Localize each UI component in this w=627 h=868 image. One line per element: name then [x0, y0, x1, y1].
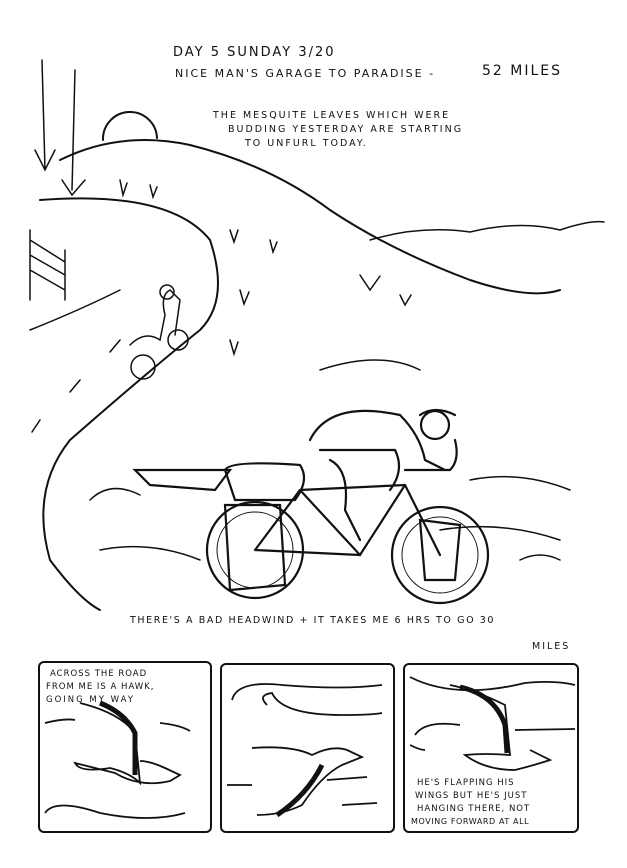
caption-top-line-1: THE MESQUITE LEAVES WHICH WERE [213, 110, 451, 121]
hill [59, 139, 561, 295]
panel-1-text-3: GOING MY WAY [46, 695, 135, 705]
shrubs [119, 179, 412, 357]
panel-3: HE'S FLAPPING HIS WINGS BUT HE'S JUST HA… [403, 663, 579, 833]
panel-3-text-3: HANGING THERE, NOT [417, 804, 531, 814]
distance-heading: 52 MILES [482, 63, 563, 79]
panel-3-text-2: WINGS BUT HE'S JUST [415, 791, 528, 801]
hawk-drawing-2 [227, 683, 383, 818]
panel-1-text-2: FROM ME IS A HAWK, [46, 682, 155, 692]
hawk-drawing-1 [44, 700, 191, 819]
panel-1-text-1: ACROSS THE ROAD [50, 669, 148, 679]
road-edge-inner [29, 289, 121, 331]
panel-2 [220, 663, 395, 833]
day-heading: DAY 5 SUNDAY 3/20 [173, 45, 336, 60]
panel-3-text-4: MOVING FORWARD AT ALL [411, 817, 530, 826]
sun [101, 111, 158, 141]
caption-top-line-2: BUDDING YESTERDAY ARE STARTING [228, 124, 464, 135]
road-edge [39, 197, 219, 611]
distant-cyclist [129, 284, 189, 380]
caption-middle-line-1: THERE'S A BAD HEADWIND + IT TAKES ME 6 H… [130, 615, 496, 626]
caption-top-line-3: TO UNFURL TODAY. [245, 138, 368, 149]
panel-1: ACROSS THE ROAD FROM ME IS A HAWK, GOING… [38, 661, 212, 833]
caption-middle-line-2: MILES [532, 641, 571, 652]
road-center [31, 339, 121, 433]
distant-mountains [369, 220, 605, 241]
main-cyclist [132, 408, 490, 605]
yucca [34, 59, 86, 197]
route-heading: NICE MAN'S GARAGE TO PARADISE - [175, 67, 436, 80]
fence [29, 229, 66, 301]
panel-3-text-1: HE'S FLAPPING HIS [417, 778, 515, 788]
hawk-drawing-3 [409, 676, 576, 771]
wind-lines [89, 359, 571, 561]
